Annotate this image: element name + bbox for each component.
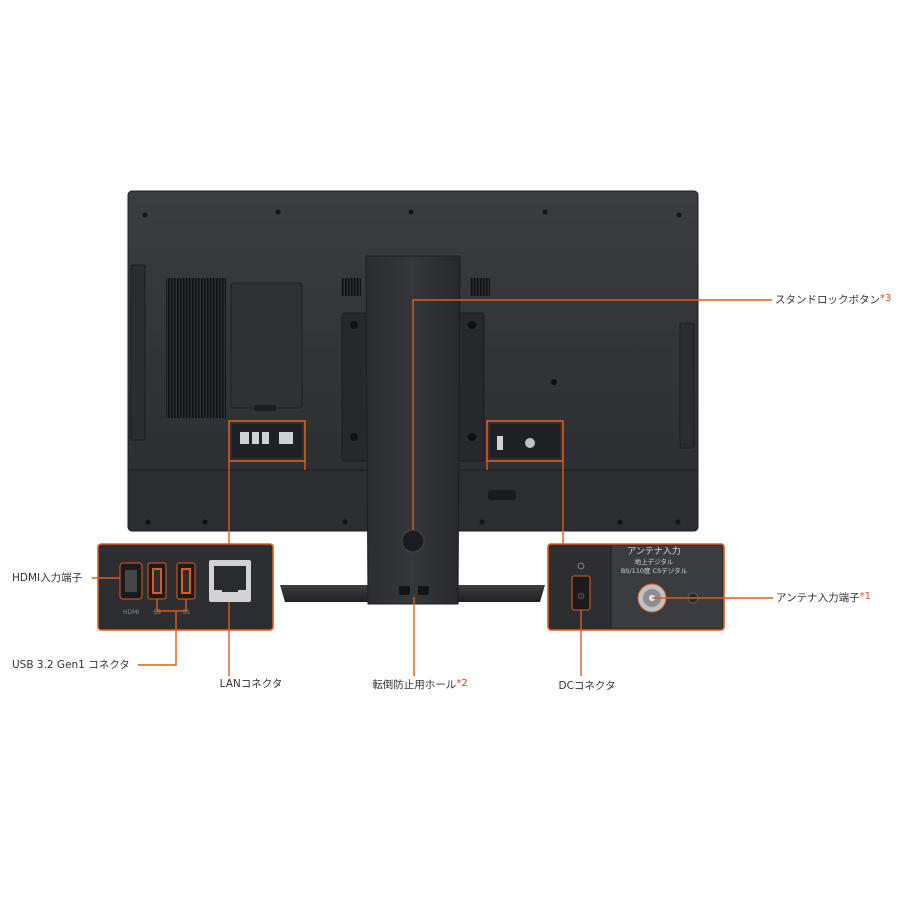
zoom-connectors (228, 461, 564, 544)
callout-stand-lock: スタンドロックボタン*3 (775, 292, 891, 307)
callout-label: USB 3.2 Gen1 コネクタ (12, 659, 130, 671)
callout-label: HDMI入力端子 (12, 572, 83, 584)
svg-text:HDMI: HDMI (123, 609, 139, 616)
lan-port-icon (209, 560, 251, 602)
callout-label: LANコネクタ (219, 678, 283, 690)
highlight-boxes (228, 420, 564, 462)
antenna-panel-title: アンテナ入力 (627, 545, 681, 557)
stand-lock-button-icon (401, 529, 425, 553)
io-zoom-panel-left: HDMI SS SS (97, 543, 274, 631)
footnote-mark: *1 (859, 591, 871, 602)
callout-anti-tip: 転倒防止用ホール*2 (372, 677, 467, 692)
callout-label: DCコネクタ (558, 680, 616, 692)
callout-lines (92, 299, 773, 676)
antenna-panel-line1: 地上デジタル (635, 557, 674, 566)
callout-lan: LANコネクタ (220, 677, 283, 691)
callout-dc: DCコネクタ (559, 679, 616, 693)
svg-text:SS: SS (182, 609, 190, 616)
callout-label: アンテナ入力端子 (776, 592, 860, 604)
callout-antenna: アンテナ入力端子*1 (776, 590, 871, 605)
footnote-mark: *3 (880, 293, 892, 304)
callout-usb: USB 3.2 Gen1 コネクタ (12, 658, 130, 672)
antenna-panel-line2: BS/110度 CSデジタル (621, 566, 688, 575)
svg-text:SS: SS (153, 609, 161, 616)
callout-label: スタンドロックボタン (775, 294, 880, 306)
hdmi-port-icon: HDMI (119, 562, 143, 616)
callout-hdmi: HDMI入力端子 (12, 571, 82, 585)
footnote-mark: *2 (456, 678, 468, 689)
callout-label: 転倒防止用ホール (372, 679, 457, 691)
